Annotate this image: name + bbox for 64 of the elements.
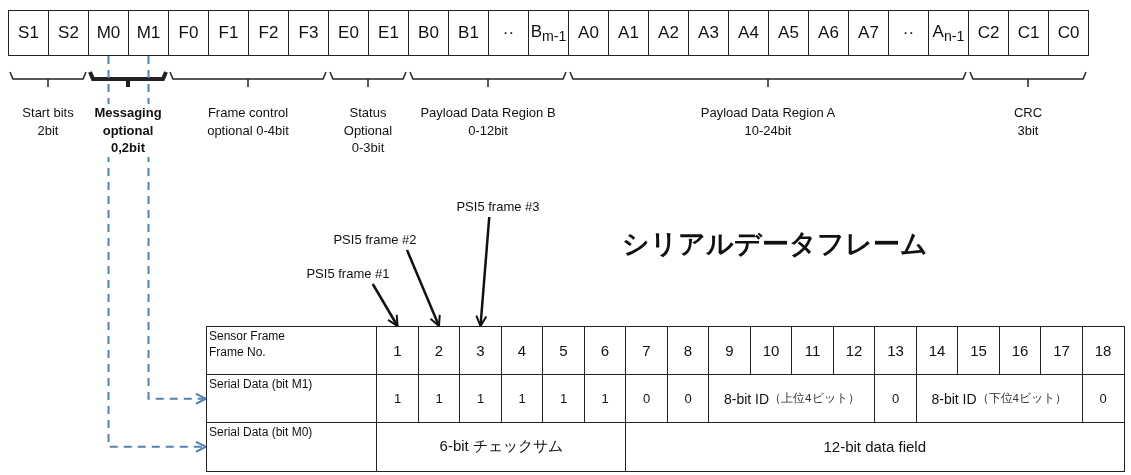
table-cell: 0 [1081, 374, 1125, 424]
bit-field-cell: A6 [808, 10, 849, 56]
field-label: Start bits 2bit [21, 104, 75, 140]
bit-field-cell: ·· [888, 10, 929, 56]
bit-field-cell: M0 [88, 10, 129, 56]
bit-field-cell: A3 [688, 10, 729, 56]
field-label: Frame control optional 0-4bit [206, 104, 290, 140]
bit-field-cell: ·· [488, 10, 529, 56]
dashed-arrow [147, 55, 207, 405]
bit-field-cell: F1 [208, 10, 249, 56]
bit-field-cell: C2 [968, 10, 1009, 56]
table-cell: 1 [542, 374, 585, 424]
table-cell: 3 [459, 326, 502, 376]
bit-field-cell: C0 [1048, 10, 1089, 56]
arrow [405, 249, 441, 327]
table-cell: 0 [625, 374, 668, 424]
table-cell: 1 [459, 374, 502, 424]
row-header-cell: Serial Data (bit M1) [206, 374, 378, 424]
bit-field-cell: E0 [328, 10, 369, 56]
bit-field-cell: M1 [128, 10, 169, 56]
bit-field-cell: A$_{n-1}$ [928, 10, 969, 56]
bit-field-cell: A5 [768, 10, 809, 56]
bit-field-cell: A4 [728, 10, 769, 56]
table-cell: 1 [376, 374, 419, 424]
table-cell: 8-bit ID（上位4ビット） [708, 374, 876, 424]
table-cell: 0 [874, 374, 917, 424]
table-cell: 1 [376, 326, 419, 376]
bit-field-cell: A2 [648, 10, 689, 56]
table-cell: 17 [1040, 326, 1083, 376]
bit-field-cell: F2 [248, 10, 289, 56]
table-cell: 15 [957, 326, 1000, 376]
bit-field-cell: B$_{m-1}$ [528, 10, 569, 56]
bit-field-cell: S2 [48, 10, 89, 56]
table-cell: 6-bit チェックサム [376, 422, 627, 472]
arrow [475, 216, 491, 327]
bit-field-cell: F3 [288, 10, 329, 56]
field-label: Payload Data Region B 0-12bit [419, 104, 557, 140]
field-label: CRC 3bit [1012, 104, 1044, 140]
table-cell: 13 [874, 326, 917, 376]
bit-field-cell: A7 [848, 10, 889, 56]
frame-label: PSI5 frame #1 [298, 262, 398, 284]
bit-field-cell: B0 [408, 10, 449, 56]
field-label: Payload Data Region A 10-24bit [699, 104, 837, 140]
diagram-title: シリアルデータフレーム [622, 228, 928, 261]
bit-field-cell: A1 [608, 10, 649, 56]
table-cell: 11 [791, 326, 834, 376]
frame-label: PSI5 frame #2 [325, 228, 425, 250]
table-cell: 18 [1081, 326, 1125, 376]
table-cell: 7 [625, 326, 668, 376]
arrow [371, 283, 399, 327]
table-cell: 5 [542, 326, 585, 376]
bit-field-cell: F0 [168, 10, 209, 56]
row-header-cell: Serial Data (bit M0) [206, 422, 378, 472]
bit-field-cell: E1 [368, 10, 409, 56]
bit-field-cell: S1 [8, 10, 49, 56]
frame-label: PSI5 frame #3 [448, 195, 548, 217]
row-header-cell: Sensor Frame Frame No. [206, 326, 378, 376]
table-cell: 12-bit data field [625, 422, 1125, 472]
table-cell: 9 [708, 326, 751, 376]
bit-field-cell: A0 [568, 10, 609, 56]
bit-field-cell: C1 [1008, 10, 1049, 56]
dashed-arrow [107, 55, 207, 453]
field-label: Status Optional 0-3bit [342, 104, 394, 157]
bit-field-cell: B1 [448, 10, 489, 56]
